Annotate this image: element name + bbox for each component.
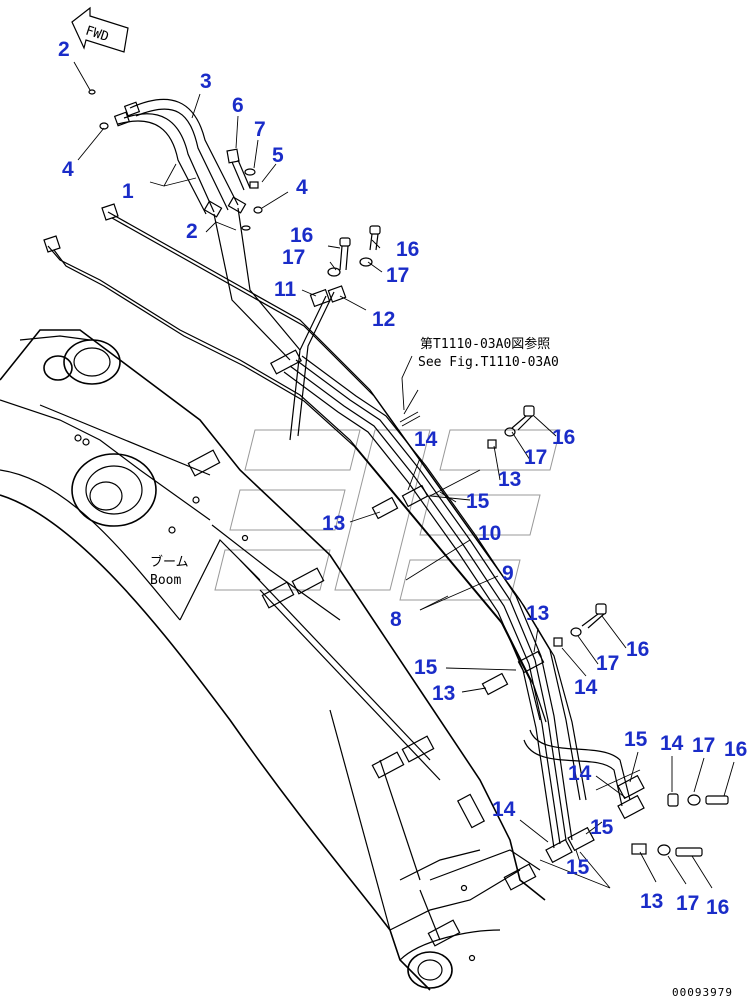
- callout-16: 16: [290, 224, 313, 247]
- callout-14: 14: [568, 762, 592, 785]
- callout-2: 2: [58, 38, 70, 61]
- callout-14: 14: [660, 732, 684, 755]
- callout-13: 13: [432, 682, 455, 705]
- boom-label-jp: ブーム: [150, 554, 189, 570]
- callout-15: 15: [590, 816, 614, 839]
- callout-14: 14: [492, 798, 516, 821]
- callout-15: 15: [466, 490, 490, 513]
- callout-14: 14: [574, 676, 598, 699]
- callout-16: 16: [706, 896, 729, 919]
- leader-lines: [73, 61, 735, 889]
- callout-7: 7: [254, 118, 266, 141]
- callout-11: 11: [274, 278, 297, 301]
- boom-body: [0, 329, 546, 991]
- callout-15: 15: [624, 728, 648, 751]
- callout-17: 17: [282, 246, 305, 269]
- clamp-set-top: [309, 285, 347, 308]
- callout-13: 13: [526, 602, 549, 625]
- long-tubes: [43, 203, 631, 849]
- callout-13: 13: [640, 890, 663, 913]
- callout-16: 16: [396, 238, 419, 261]
- callout-10: 10: [478, 522, 501, 545]
- callout-6: 6: [232, 94, 244, 117]
- callout-17: 17: [524, 446, 547, 469]
- callout-12: 12: [372, 308, 395, 331]
- callout-16: 16: [552, 426, 575, 449]
- callout-17: 17: [596, 652, 619, 675]
- boom-clamps: [187, 349, 645, 947]
- callout-4: 4: [296, 176, 308, 199]
- callout-16: 16: [724, 738, 747, 761]
- callouts: 2 3 6 7 5 4 1 4 2 16 16 17 17 11 12 14 1…: [58, 38, 747, 919]
- callout-17: 17: [692, 734, 715, 757]
- reference-note-leader: [401, 355, 413, 411]
- callout-9: 9: [502, 562, 514, 585]
- boom-label-en: Boom: [150, 573, 181, 588]
- fwd-label: FWD: [83, 24, 110, 46]
- callout-4: 4: [62, 158, 74, 181]
- callout-17: 17: [676, 892, 699, 915]
- callout-15: 15: [566, 856, 590, 879]
- top-hoses: [113, 98, 247, 218]
- fwd-arrow: FWD: [71, 6, 129, 53]
- reference-note-jp: 第T1110-03A0図参照: [420, 336, 550, 352]
- reference-note-en: See Fig.T1110-03A0: [418, 355, 559, 370]
- callout-2: 2: [186, 220, 198, 243]
- callout-13: 13: [498, 468, 521, 491]
- callout-3: 3: [200, 70, 212, 93]
- callout-5: 5: [272, 144, 284, 167]
- callout-17: 17: [386, 264, 409, 287]
- callout-13: 13: [322, 512, 345, 535]
- callout-14: 14: [414, 428, 438, 451]
- callout-8: 8: [390, 608, 402, 631]
- callout-16: 16: [626, 638, 649, 661]
- fasteners: [88, 89, 729, 857]
- drawing-code: 00093979: [672, 986, 733, 999]
- callout-1: 1: [122, 180, 134, 203]
- callout-15: 15: [414, 656, 438, 679]
